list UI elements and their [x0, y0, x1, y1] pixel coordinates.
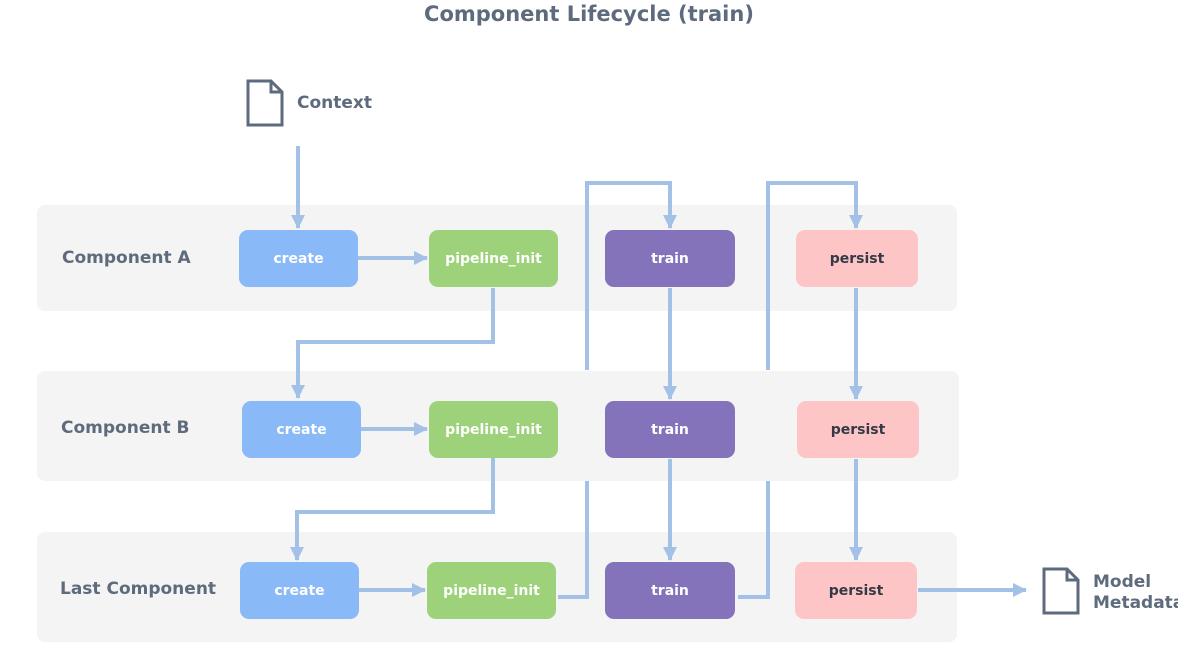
- diagram-title: Component Lifecycle (train): [424, 2, 754, 26]
- model-metadata-label: Model Metadata: [1093, 572, 1178, 614]
- persist-node-last: persist: [795, 562, 917, 619]
- lane-label-component-b: Component B: [61, 418, 190, 438]
- lane-label-last-component: Last Component: [60, 579, 217, 599]
- pipeline-init-node-b: pipeline_init: [429, 401, 558, 458]
- document-icon: [1042, 567, 1080, 615]
- arrow-init-b-to-create-last: [290, 458, 495, 561]
- arrow-init-last-to-train-a: [558, 181, 670, 599]
- train-node-last: train: [605, 562, 735, 619]
- persist-node-b: persist: [797, 401, 919, 458]
- create-node-b: create: [242, 401, 361, 458]
- create-node-a: create: [239, 230, 358, 287]
- train-node-b: train: [605, 401, 735, 458]
- document-icon: [246, 79, 284, 127]
- persist-node-a: persist: [796, 230, 918, 287]
- model-metadata-line1: Model: [1093, 572, 1152, 592]
- train-node-a: train: [605, 230, 735, 287]
- pipeline-init-node-a: pipeline_init: [429, 230, 558, 287]
- arrow-init-a-to-create-b: [291, 288, 495, 399]
- context-label: Context: [297, 93, 373, 113]
- lane-label-component-a: Component A: [62, 248, 191, 268]
- create-node-last: create: [240, 562, 359, 619]
- model-metadata-line2: Metadata: [1093, 593, 1178, 613]
- arrow-train-last-to-persist-a: [738, 181, 856, 599]
- pipeline-init-node-last: pipeline_init: [427, 562, 556, 619]
